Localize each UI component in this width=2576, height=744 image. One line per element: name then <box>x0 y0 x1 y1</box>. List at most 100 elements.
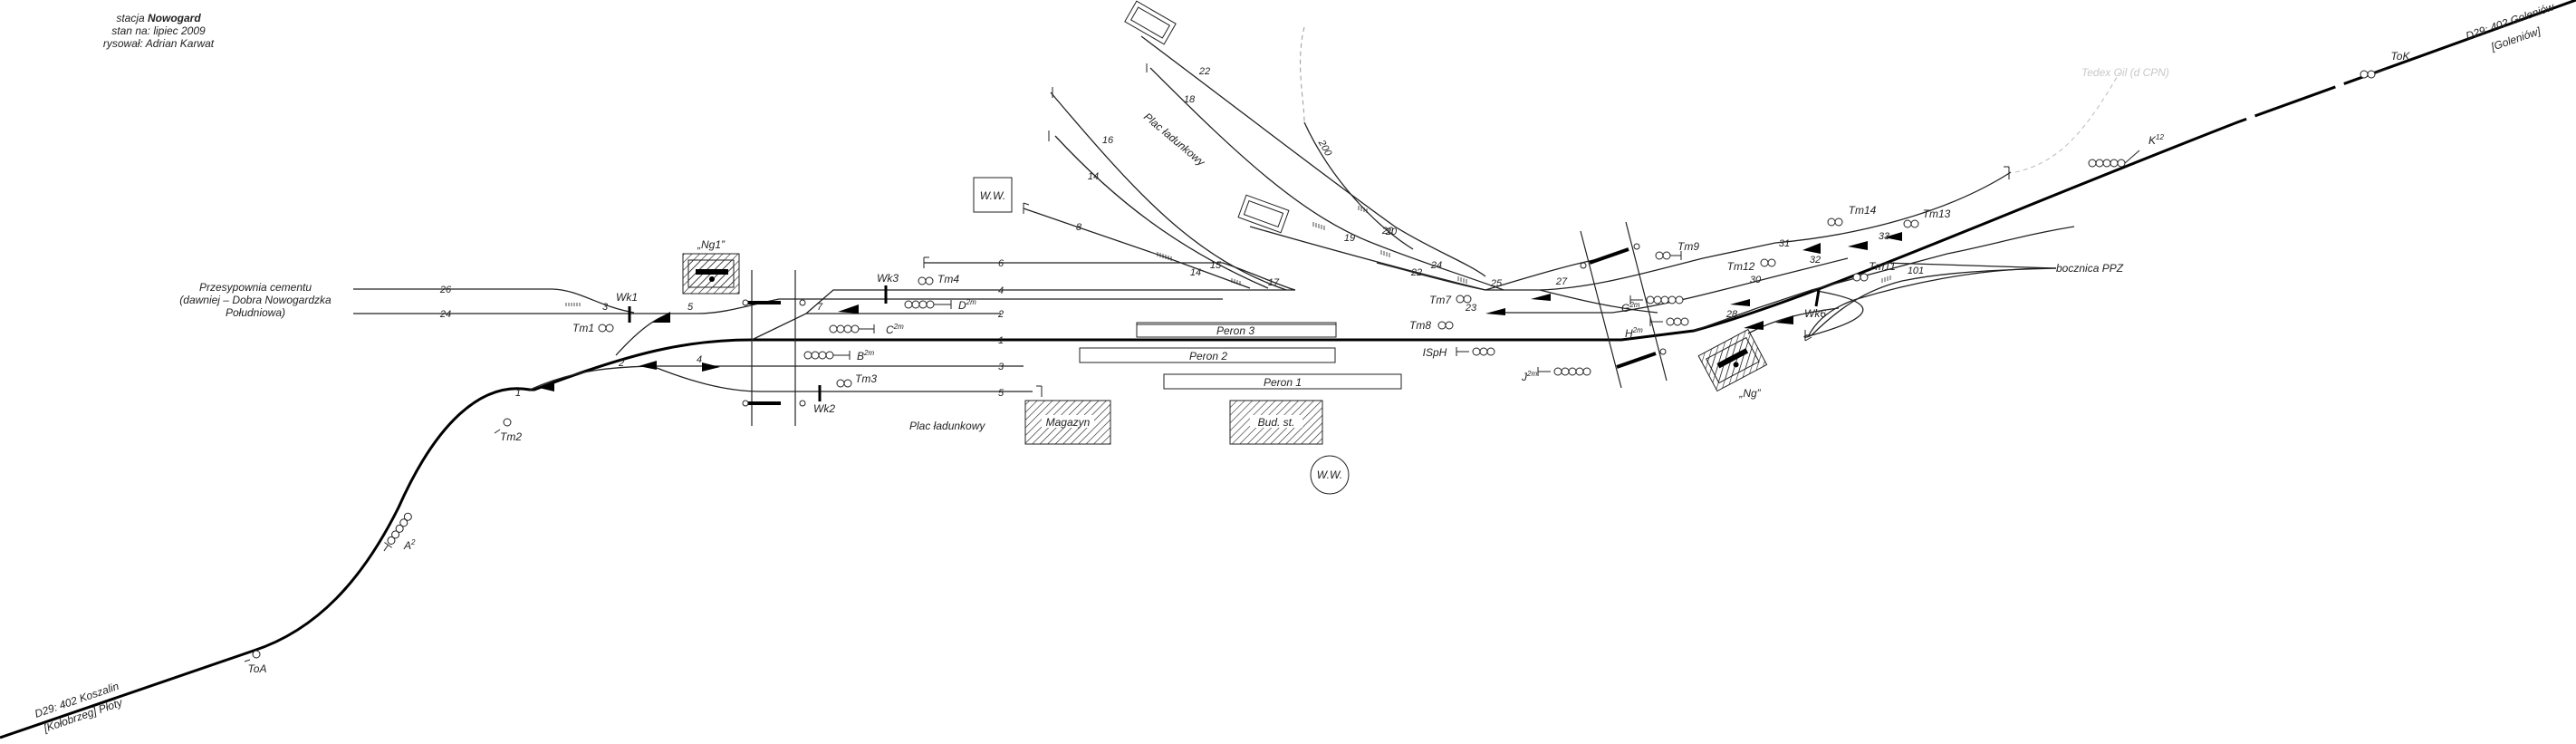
svg-text:22: 22 <box>1410 267 1422 278</box>
svg-text:20: 20 <box>1381 226 1394 237</box>
cement-label-3: Południowa) <box>226 306 285 319</box>
svg-text:23: 23 <box>1465 303 1477 314</box>
plac-upper-label: Plac ładunkowy <box>1141 111 1208 169</box>
track-8 <box>1023 208 1251 289</box>
line-break <box>320 580 332 593</box>
ppz-line <box>1883 262 2057 269</box>
svg-text:7: 7 <box>817 302 823 313</box>
platform-1-label: Peron 1 <box>1264 376 1302 389</box>
svg-text:27: 27 <box>1555 276 1568 287</box>
cement-label-2: (dawniej – Dobra Nowogardzka <box>179 294 332 306</box>
signal-k: K12 <box>2148 133 2164 147</box>
platforms: Peron 3 Peron 2 Peron 1 <box>1079 322 1402 390</box>
svg-text:20: 20 <box>1385 227 1398 237</box>
signal-tm11: Tm11 <box>1869 260 1896 273</box>
header-line1: stacja Nowogard <box>116 12 201 24</box>
svg-text:32: 32 <box>1810 255 1821 266</box>
line-break <box>2333 80 2346 91</box>
track-ppz-curve <box>1808 267 2056 336</box>
track-16 <box>1050 92 1287 291</box>
bridges <box>751 221 1668 426</box>
track-5 <box>651 365 1033 392</box>
signal-tm13: Tm13 <box>1923 208 1951 220</box>
plac-lower-label: Plac ładunkowy <box>909 420 985 432</box>
platform-1 <box>1163 373 1402 390</box>
signal-wk6: Wk6 <box>1804 307 1826 320</box>
svg-text:24: 24 <box>1430 260 1442 271</box>
signal-j: J2m <box>1521 370 1537 383</box>
svg-text:31: 31 <box>1779 238 1790 249</box>
post-ng-label: „Ng” <box>1738 387 1761 400</box>
platform-3 <box>1136 322 1337 338</box>
ww-box <box>973 177 1013 213</box>
platform-2 <box>1079 347 1336 363</box>
signal-wk3: Wk3 <box>877 272 899 285</box>
track-26 <box>353 288 635 314</box>
signal-c: C2m <box>886 323 904 336</box>
signal-wk1: Wk1 <box>616 291 638 304</box>
signal-tm14: Tm14 <box>1849 204 1877 217</box>
post-ng1-label: „Ng1” <box>697 238 726 251</box>
svg-text:22: 22 <box>1198 66 1210 77</box>
svg-text:3: 3 <box>602 302 609 313</box>
signal-g: G2m <box>1621 301 1640 314</box>
post-ng-box <box>1697 328 1768 392</box>
svg-text:14: 14 <box>1190 267 1201 278</box>
svg-text:25: 25 <box>1490 278 1503 289</box>
tedex-label: Tedex Oil (d CPN) <box>2081 66 2169 79</box>
tedex-dashed <box>2014 72 2120 173</box>
track-2 <box>751 313 1001 341</box>
track-number-labels: 26 24 6 4 2 1 3 5 8 14 16 18 22 20 200 3… <box>439 66 1924 399</box>
track-18 <box>1149 67 1504 291</box>
svg-text:3: 3 <box>998 362 1004 372</box>
track-31 <box>1485 171 2012 291</box>
signal-tm4: Tm4 <box>937 273 959 285</box>
svg-text:4: 4 <box>998 285 1004 296</box>
track-4 <box>805 289 1295 314</box>
svg-text:4: 4 <box>697 354 702 365</box>
signal-tm8: Tm8 <box>1409 319 1431 332</box>
track-3 <box>529 365 1024 391</box>
signal-tm3: Tm3 <box>855 372 877 385</box>
svg-text:2: 2 <box>997 309 1004 320</box>
derailers <box>628 243 1821 407</box>
line-break <box>2244 112 2257 123</box>
ww-circle <box>1310 455 1350 495</box>
track-30-32 <box>1693 226 2075 332</box>
track-22b <box>1376 262 1486 291</box>
platform-3-label: Peron 3 <box>1216 324 1254 337</box>
svg-text:2: 2 <box>618 358 624 369</box>
signal-tm9: Tm9 <box>1677 240 1699 253</box>
svg-text:17: 17 <box>1268 277 1280 288</box>
svg-text:16: 16 <box>1102 135 1114 146</box>
svg-text:5: 5 <box>687 302 694 313</box>
svg-text:6: 6 <box>998 258 1004 269</box>
switch-markers <box>539 232 1902 391</box>
signal-b: B2m <box>857 349 874 362</box>
wagon-top <box>1124 0 1177 45</box>
track-200-dashed <box>1300 26 1305 123</box>
svg-text:15: 15 <box>1210 260 1222 271</box>
svg-text:19: 19 <box>1344 233 1355 244</box>
svg-text:101: 101 <box>1908 266 1924 276</box>
switch-hatches <box>565 206 1891 306</box>
platform-2-label: Peron 2 <box>1189 350 1227 362</box>
svg-text:28: 28 <box>1725 309 1738 320</box>
wagon-mid <box>1237 194 1290 234</box>
signal-d: D2m <box>958 298 976 312</box>
svg-text:24: 24 <box>439 309 451 320</box>
bud-label: Bud. st. <box>1258 416 1295 429</box>
track-28 <box>1806 289 1864 338</box>
signal-labels: Tm1 Wk1 Tm2 A2 ToA Wk3 Tm4 D2m C2m B2m T… <box>248 50 2411 675</box>
track-24 <box>353 298 1223 314</box>
ppz-label: bocznica PPZ <box>2056 262 2124 275</box>
svg-text:18: 18 <box>1184 94 1196 105</box>
track-end <box>1803 334 1812 338</box>
track-25 <box>1539 289 1658 314</box>
svg-text:33: 33 <box>1879 231 1890 242</box>
svg-text:8: 8 <box>1076 222 1082 233</box>
svg-text:5: 5 <box>998 388 1004 399</box>
signal-a: A2 <box>403 538 416 552</box>
